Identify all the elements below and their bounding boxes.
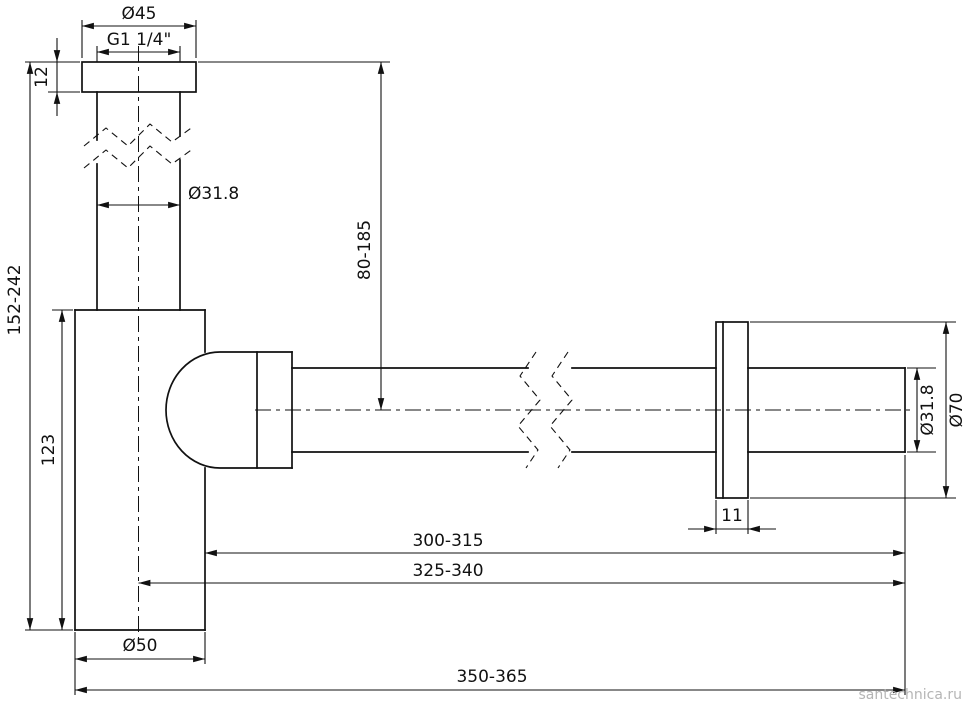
dim-inlet-height-label: 80-185 <box>355 220 375 280</box>
dim-overall-height-label: 152-242 <box>5 264 25 335</box>
inlet-break-mark <box>83 123 195 147</box>
dim-cup-diameter-label: Ø50 <box>122 636 157 656</box>
trap-cup <box>74 309 206 631</box>
wall-flange <box>715 321 749 499</box>
dim-flange-diameter-label: Ø45 <box>121 4 156 24</box>
dim-thread-size-label: G1 1/4" <box>107 30 172 50</box>
inlet-break-mark <box>83 145 195 169</box>
dim-wall-flange-thickness-label: 11 <box>721 506 743 526</box>
dim-length-to-cup-center-label: 325-340 <box>412 561 483 581</box>
outlet-break-mark <box>549 351 573 469</box>
dimension-labels: Ø45 G1 1/4" 12 152-242 123 Ø31.8 80-185 … <box>5 4 967 687</box>
outlet-break-mark <box>517 351 541 469</box>
dimension-lines <box>26 22 950 694</box>
dim-inlet-pipe-diameter-label: Ø31.8 <box>188 184 239 204</box>
dim-outlet-pipe-diameter-label: Ø31.8 <box>918 384 938 435</box>
union-nut <box>165 351 293 469</box>
dim-flange-height-label: 12 <box>32 66 52 88</box>
top-flange <box>81 61 197 93</box>
dim-wall-flange-diameter-label: Ø70 <box>947 392 967 427</box>
part-outline <box>74 61 906 631</box>
dim-overall-length-label: 350-365 <box>456 667 527 687</box>
watermark-text: santechnica.ru <box>858 687 962 703</box>
center-lines <box>138 46 912 645</box>
outlet-pipe <box>291 367 906 453</box>
extension-lines <box>25 20 956 695</box>
dim-cup-height-label: 123 <box>39 434 59 466</box>
inlet-pipe <box>96 91 181 311</box>
break-marks <box>83 123 573 469</box>
dim-length-to-cup-edge-label: 300-315 <box>412 531 483 551</box>
